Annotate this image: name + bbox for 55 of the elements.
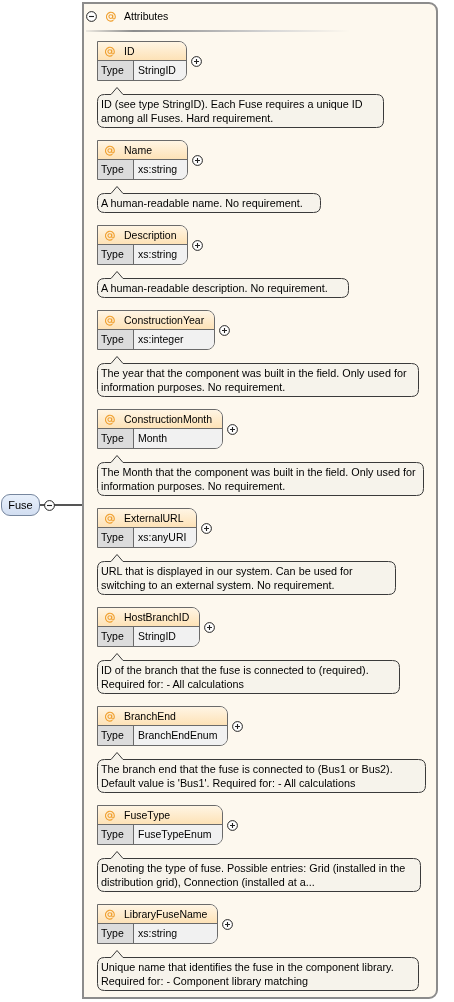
group-title: Attributes [124,10,169,23]
attribute-name: ID [124,45,135,57]
description-text: The branch end that the fuse is connected to (Bus1 or Bus2). Default value is 'Bus1'. Required for: - All calculations [101,762,394,790]
attribute-name: HostBranchID [124,611,190,623]
description-text: A human-readable name. No requirement. [101,196,304,210]
description-text: A human-readable description. No requirement. [101,281,329,295]
attribute-box [97,706,229,746]
attribute-box [97,140,189,180]
attribute-name: ConstructionYear [124,314,205,326]
attribute-name: FuseType [124,809,171,821]
documentation-callout [97,455,424,496]
attributes-group [82,2,438,999]
type-label: Type [98,160,134,179]
type-label: Type [98,924,134,943]
attribute-name: BranchEnd [124,710,176,722]
type-label: Type [98,825,134,844]
documentation-callout [97,87,384,128]
documentation-callout [97,356,419,397]
documentation-callout [97,271,349,298]
type-label: Type [98,528,134,547]
attribute-box [97,225,189,265]
description-text: Denoting the type of fuse. Possible entries: Grid (installed in the distribution grid), Connection (installed at a... [101,861,407,889]
documentation-callout [97,186,321,213]
type-label: Type [98,627,134,646]
attribute-name: Description [124,229,177,241]
attribute-box [97,904,219,944]
attribute-name: Name [124,144,152,156]
attribute-name: ExternalURL [124,512,184,524]
documentation-callout [97,851,421,892]
description-text: ID (see type StringID). Each Fuse requires a unique ID among all Fuses. Hard requirement. [101,97,364,125]
attribute-box [97,805,223,845]
description-text: The Month that the component was built in the field. Only used for information purposes. No requirement. [101,465,417,493]
attribute-box [97,310,216,350]
type-label: Type [98,61,134,80]
description-text: URL that is displayed in our system. Can be used for switching to an external system. No requirement. [101,564,354,592]
attribute-name: ConstructionMonth [124,413,213,425]
attribute-box [97,607,201,647]
attribute-name: LibraryFuseName [124,908,208,920]
attribute-box [97,508,198,548]
documentation-callout [97,554,396,595]
type-label: Type [98,330,134,349]
documentation-callout [97,653,400,694]
attribute-box [97,409,224,449]
documentation-callout [97,950,419,991]
description-text: Unique name that identifies the fuse in the component library. Required for: - Component library matching [101,960,395,988]
type-label: Type [98,245,134,264]
connector-line [39,504,83,506]
documentation-callout [97,752,426,793]
element-name: Fuse [8,499,33,512]
attribute-box [97,41,187,81]
description-text: ID of the branch that the fuse is connected to (required). Required for: - All calculations [101,663,370,691]
type-label: Type [98,429,134,448]
element-node [1,494,40,516]
type-label: Type [98,726,134,745]
description-text: The year that the component was built in the field. Only used for information purposes. No requirement. [101,366,408,394]
